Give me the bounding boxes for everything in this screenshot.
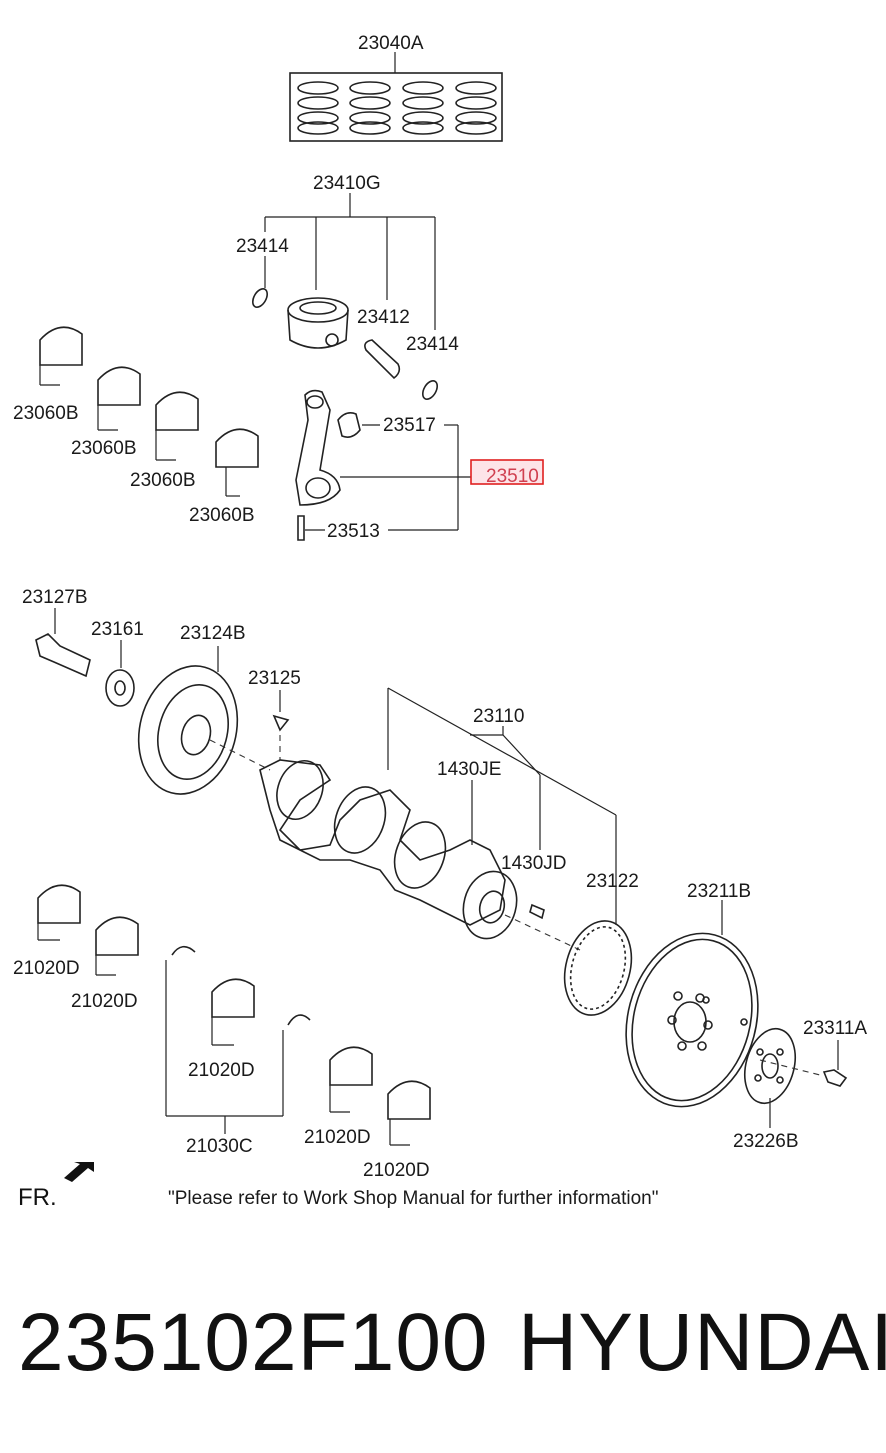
piston-ring-set <box>289 52 503 142</box>
label-23412[interactable]: 23412 <box>357 307 410 328</box>
label-23040a[interactable]: 23040A <box>358 33 424 54</box>
label-21020d-2[interactable]: 21020D <box>71 991 138 1012</box>
label-1430je[interactable]: 1430JE <box>437 759 501 780</box>
label-23122[interactable]: 23122 <box>586 871 639 892</box>
crank-pulley-group <box>35 608 290 795</box>
label-23060b-1[interactable]: 23060B <box>13 403 79 424</box>
label-23414-left[interactable]: 23414 <box>236 236 289 257</box>
front-arrow-icon <box>64 1162 94 1182</box>
label-23124b[interactable]: 23124B <box>180 623 246 644</box>
lower-bearing-shells <box>37 884 431 1146</box>
highlight-box <box>470 459 544 485</box>
manual-note: "Please refer to Work Shop Manual for fu… <box>168 1188 658 1209</box>
part-number: 235102F100 <box>18 1297 489 1388</box>
label-23161[interactable]: 23161 <box>91 619 144 640</box>
label-23414-right[interactable]: 23414 <box>406 334 459 355</box>
drive-plate <box>625 900 759 1108</box>
flywheel-bolt <box>759 1040 848 1087</box>
label-23211b[interactable]: 23211B <box>687 881 751 902</box>
label-23110[interactable]: 23110 <box>473 706 524 727</box>
thrust-washers <box>165 945 311 1134</box>
ring-gear <box>563 920 633 1016</box>
label-21020d-5[interactable]: 21020D <box>363 1160 430 1181</box>
upper-bearing-shells <box>39 326 259 497</box>
label-23517[interactable]: 23517 <box>383 415 436 436</box>
label-23060b-2[interactable]: 23060B <box>71 438 137 459</box>
label-23410g[interactable]: 23410G <box>313 173 381 194</box>
label-23311a[interactable]: 23311A <box>803 1018 867 1039</box>
parts-diagram: 23040A 23410G 23414 23412 23414 23060B 2… <box>13 33 867 1211</box>
label-23513[interactable]: 23513 <box>327 521 380 542</box>
label-1430jd[interactable]: 1430JD <box>501 853 567 874</box>
crankshaft <box>259 687 617 951</box>
label-23226b[interactable]: 23226B <box>733 1131 799 1152</box>
label-21030c[interactable]: 21030C <box>186 1136 253 1157</box>
brand-name: HYUNDAI <box>518 1297 886 1388</box>
label-23125[interactable]: 23125 <box>248 668 301 689</box>
label-21020d-1[interactable]: 21020D <box>13 958 80 979</box>
connecting-rod <box>295 389 544 541</box>
label-21020d-3[interactable]: 21020D <box>188 1060 255 1081</box>
adapter-plate <box>744 1027 796 1128</box>
label-23060b-3[interactable]: 23060B <box>130 470 196 491</box>
label-23060b-4[interactable]: 23060B <box>189 505 255 526</box>
piston-assembly <box>251 193 439 400</box>
label-23510-highlighted[interactable]: 23510 <box>486 466 539 487</box>
direction-label: FR. <box>18 1184 57 1211</box>
label-23127b[interactable]: 23127B <box>22 587 88 608</box>
label-21020d-4[interactable]: 21020D <box>304 1127 371 1148</box>
